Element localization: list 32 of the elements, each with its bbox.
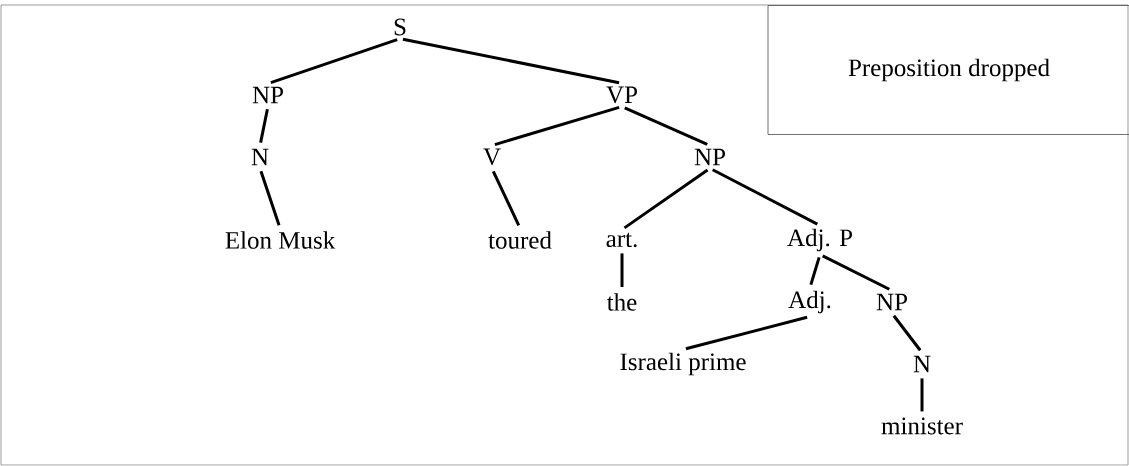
tree-branch bbox=[624, 106, 708, 146]
tree-label: Adj. bbox=[788, 290, 831, 314]
tree-branch bbox=[920, 378, 924, 412]
note-box: Preposition dropped bbox=[767, 5, 1129, 135]
tree-branch bbox=[270, 38, 398, 85]
tree-label: N bbox=[251, 148, 269, 166]
tree-label: N bbox=[913, 355, 931, 373]
tree-label: art. bbox=[606, 232, 637, 248]
tree-label: V bbox=[483, 148, 501, 166]
tree-branch bbox=[711, 168, 819, 226]
tree-label: NP bbox=[694, 148, 725, 166]
tree-branch bbox=[494, 106, 620, 146]
tree-branch bbox=[809, 256, 821, 286]
tree-branch bbox=[620, 253, 624, 287]
tree-branch bbox=[259, 170, 281, 226]
tree-label: S bbox=[394, 18, 406, 36]
tree-label: the bbox=[607, 293, 637, 311]
tree-label: NP bbox=[876, 293, 907, 311]
tree-label: NP bbox=[252, 86, 283, 104]
tree-branch bbox=[822, 254, 890, 291]
tree-branch bbox=[259, 109, 269, 143]
tree-branch bbox=[623, 168, 709, 230]
tree-branch bbox=[892, 314, 922, 352]
tree-label: Elon Musk bbox=[225, 231, 336, 249]
tree-label: Israeli prime bbox=[620, 352, 746, 376]
tree-label: toured bbox=[488, 231, 552, 249]
tree-branch bbox=[402, 37, 620, 85]
tree-label: VP bbox=[606, 86, 637, 104]
tree-branch bbox=[685, 315, 808, 351]
tree-label: Adj. P bbox=[787, 228, 852, 252]
tree-label: minister bbox=[881, 417, 963, 435]
tree-branch bbox=[491, 170, 521, 226]
